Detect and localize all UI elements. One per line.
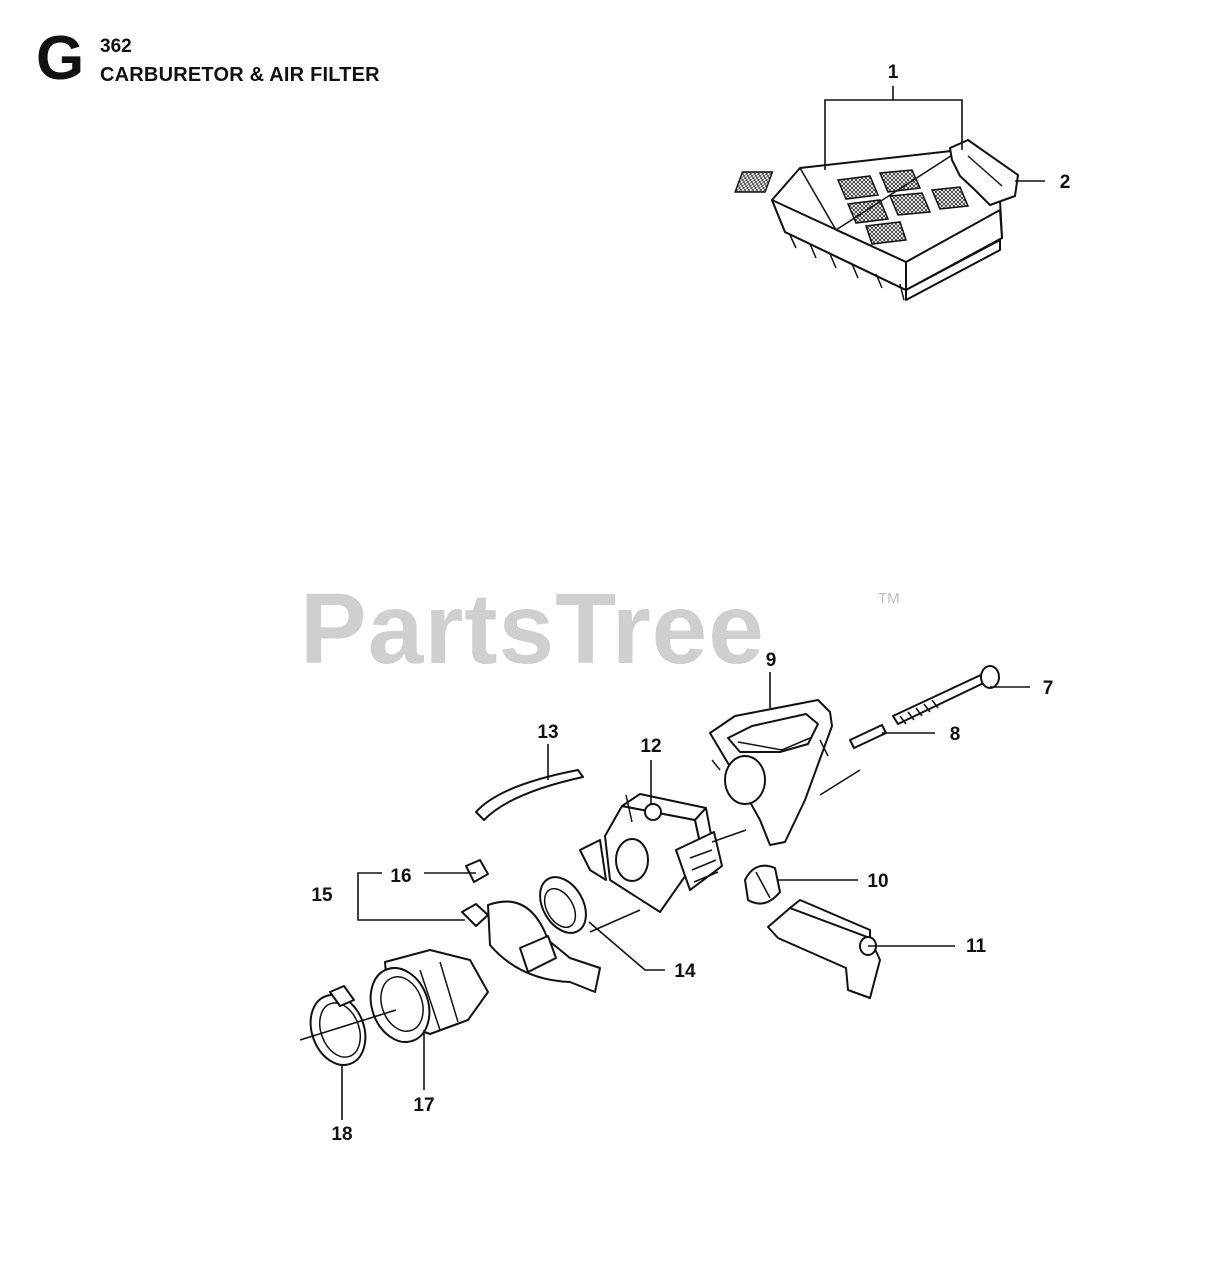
- section-letter: G: [36, 24, 85, 93]
- intake-bracket-part: [461, 900, 601, 993]
- callout-16: 16: [390, 866, 411, 887]
- fuel-hose-part: [475, 769, 584, 821]
- callout-8: 8: [950, 724, 961, 745]
- leader-lines: [341, 86, 1045, 1120]
- pin-part: [849, 724, 887, 749]
- filter-holder-part: [949, 139, 1019, 206]
- carburetor-part: [579, 793, 723, 913]
- gasket-part: [539, 876, 587, 934]
- clip-part: [465, 859, 489, 883]
- hose-clamp-part: [309, 985, 367, 1066]
- air-filter-part: [734, 149, 1003, 301]
- callout-2: 2: [1060, 172, 1071, 193]
- callout-1: 1: [888, 62, 899, 83]
- callout-13: 13: [537, 722, 558, 743]
- assembly-axis-lines: [299, 769, 861, 1041]
- callout-11: 11: [966, 936, 987, 957]
- watermark: PartsTree: [300, 573, 765, 685]
- callout-18: 18: [331, 1124, 352, 1145]
- intake-flange-part: [709, 699, 833, 846]
- linkage-part: [767, 899, 881, 999]
- model-number: 362: [100, 36, 132, 57]
- page-title: CARBURETOR & AIR FILTER: [100, 64, 380, 86]
- bolt-part: [892, 665, 1000, 725]
- callout-15: 15: [311, 885, 333, 906]
- watermark-trademark: TM: [878, 590, 900, 607]
- callout-7: 7: [1043, 678, 1054, 699]
- callout-labels: 1 2 7 8 9 10 11 12 13 14 15 16 17 18: [311, 62, 1070, 1145]
- callout-14: 14: [674, 961, 696, 982]
- callout-12: 12: [640, 736, 661, 757]
- valve-part: [744, 864, 781, 905]
- callout-17: 17: [413, 1095, 434, 1116]
- intake-boot-part: [369, 949, 489, 1043]
- callout-10: 10: [867, 871, 888, 892]
- callout-9: 9: [766, 650, 777, 671]
